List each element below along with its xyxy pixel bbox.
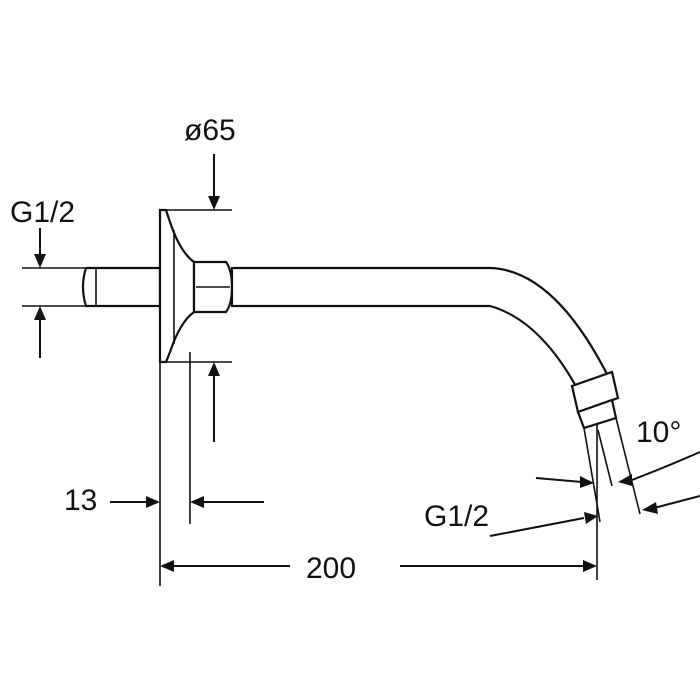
label-outlet-angle: 10°	[636, 416, 681, 449]
outlet-thread-upper-leader	[535, 477, 583, 483]
flange-offset-left-arrow	[146, 496, 160, 508]
outlet-thread-lower-arrow	[584, 512, 598, 524]
flange-diameter-bottom-arrow	[208, 362, 220, 376]
dimension-overall-length: 200	[160, 424, 598, 585]
flange-diameter-top-arrow	[208, 196, 220, 210]
dimension-inlet-thread: G1/2	[10, 196, 86, 358]
dimension-flange-diameter: ø65	[166, 114, 236, 442]
inlet-thread-top-arrow	[34, 254, 46, 268]
overall-length-right-arrow	[583, 560, 597, 572]
outlet-thread-upper-arrow	[580, 476, 594, 488]
inlet-thread-connector	[81, 266, 162, 308]
inlet-thread-bottom-arrow	[34, 306, 46, 320]
dimension-outlet-thread: G1/2	[424, 417, 700, 537]
label-overall-length: 200	[306, 552, 356, 585]
arm-tube	[230, 266, 612, 392]
label-flange-offset: 13	[64, 484, 97, 517]
outlet-thread-right-leader	[653, 495, 700, 509]
shower-arm-part	[81, 208, 620, 430]
label-outlet-thread: G1/2	[424, 500, 489, 533]
dimension-outlet-angle: 10°	[597, 416, 700, 487]
outlet-thread-left-extension	[583, 427, 601, 523]
label-flange-diameter: ø65	[184, 114, 236, 147]
dimension-flange-offset: 13	[64, 352, 264, 586]
outlet-thread-right-extension	[615, 417, 641, 515]
outlet-angle-axis-line	[597, 429, 613, 487]
outlet-thread-right-arrow	[642, 502, 658, 514]
label-inlet-thread: G1/2	[10, 196, 75, 229]
flange	[158, 208, 196, 364]
outlet-angle-arrow	[618, 474, 632, 486]
flange-offset-right-arrow	[190, 496, 204, 508]
overall-length-left-arrow	[160, 560, 174, 572]
outlet-angle-arc	[631, 451, 700, 481]
outlet-thread-lower-leader	[489, 517, 585, 537]
